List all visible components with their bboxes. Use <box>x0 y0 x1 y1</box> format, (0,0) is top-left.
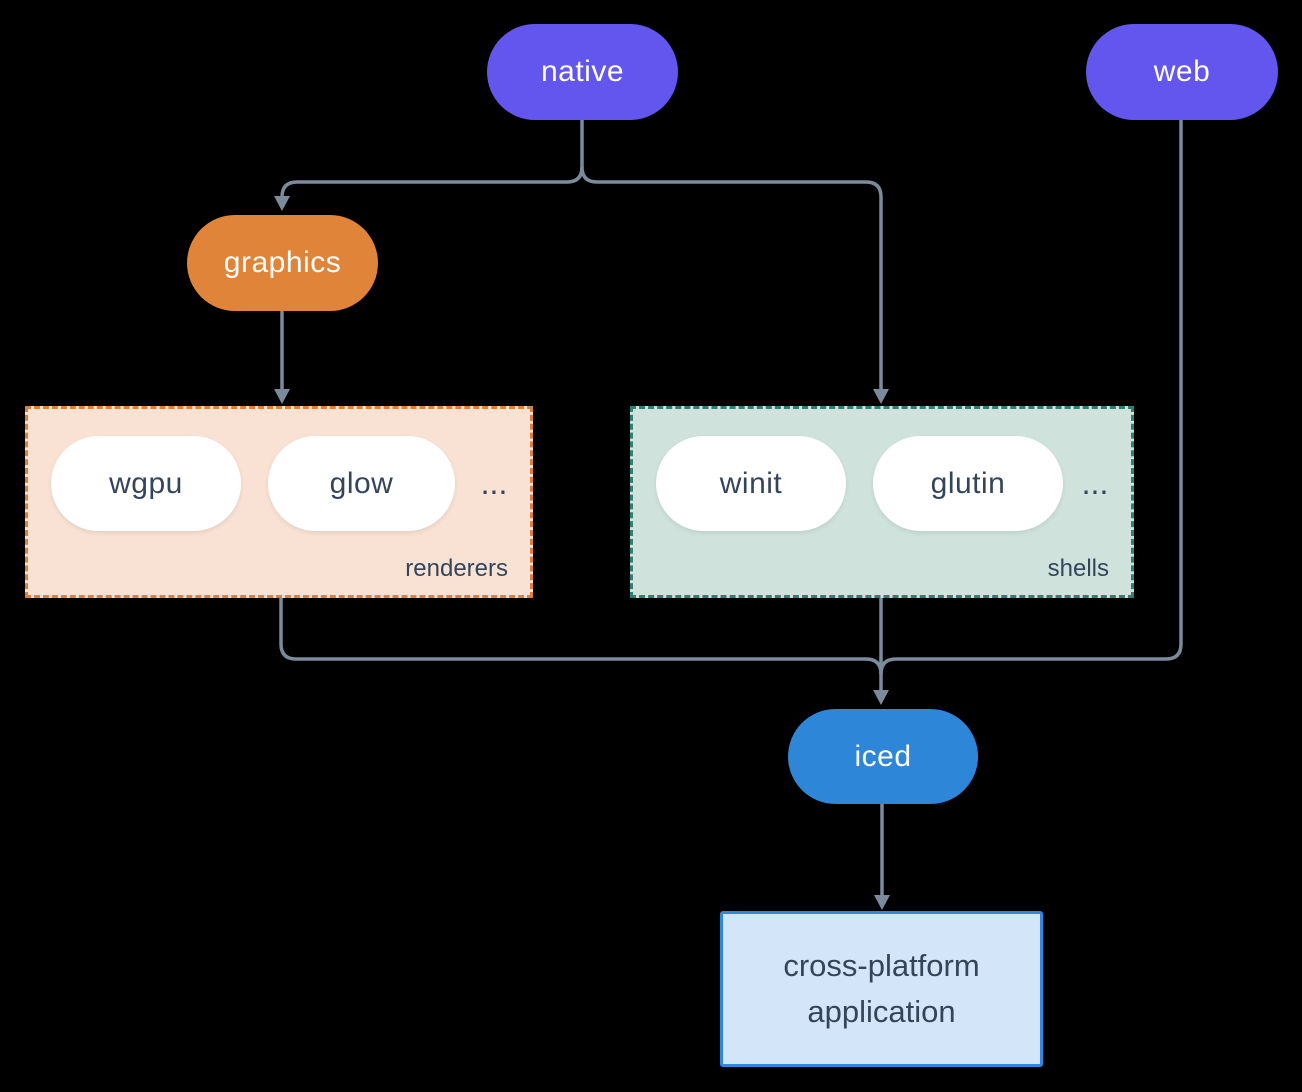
arrowhead-shells <box>873 389 889 404</box>
node-iced: iced <box>788 709 978 804</box>
pill-wgpu: wgpu <box>51 436 241 531</box>
arrowhead-renderers <box>274 389 290 404</box>
arrowhead-application <box>874 895 890 910</box>
pill-glow-label: glow <box>329 466 394 500</box>
renderers-ellipsis: ... <box>480 465 508 501</box>
node-web-label: web <box>1153 55 1211 88</box>
arrowhead-iced <box>873 690 889 705</box>
node-graphics: graphics <box>187 215 378 311</box>
group-shells: winit glutin ... shells <box>630 406 1134 598</box>
pill-glow: glow <box>268 436 455 531</box>
pill-winit: winit <box>656 436 846 531</box>
node-native-label: native <box>540 55 625 88</box>
pill-winit-label: winit <box>719 466 783 500</box>
node-iced-label: iced <box>854 739 912 773</box>
pill-glutin: glutin <box>873 436 1063 531</box>
native-to-shells-connector <box>580 166 883 389</box>
node-graphics-label: graphics <box>223 246 342 279</box>
node-web: web <box>1086 24 1278 120</box>
renderers-to-iced-connector <box>279 598 883 675</box>
arrowhead-graphics <box>274 196 290 211</box>
renderers-group-label: renderers <box>405 555 508 582</box>
native-to-graphics-connector <box>280 120 584 198</box>
node-cross-platform-application: cross-platform application <box>720 911 1043 1067</box>
node-app-label: cross-platform application <box>783 947 980 1030</box>
pill-wgpu-label: wgpu <box>109 466 183 500</box>
shells-ellipsis: ... <box>1081 465 1109 501</box>
shells-group-label: shells <box>1047 555 1109 582</box>
group-renderers: wgpu glow ... renderers <box>25 406 533 598</box>
node-native: native <box>487 24 678 120</box>
pill-glutin-label: glutin <box>930 466 1006 500</box>
